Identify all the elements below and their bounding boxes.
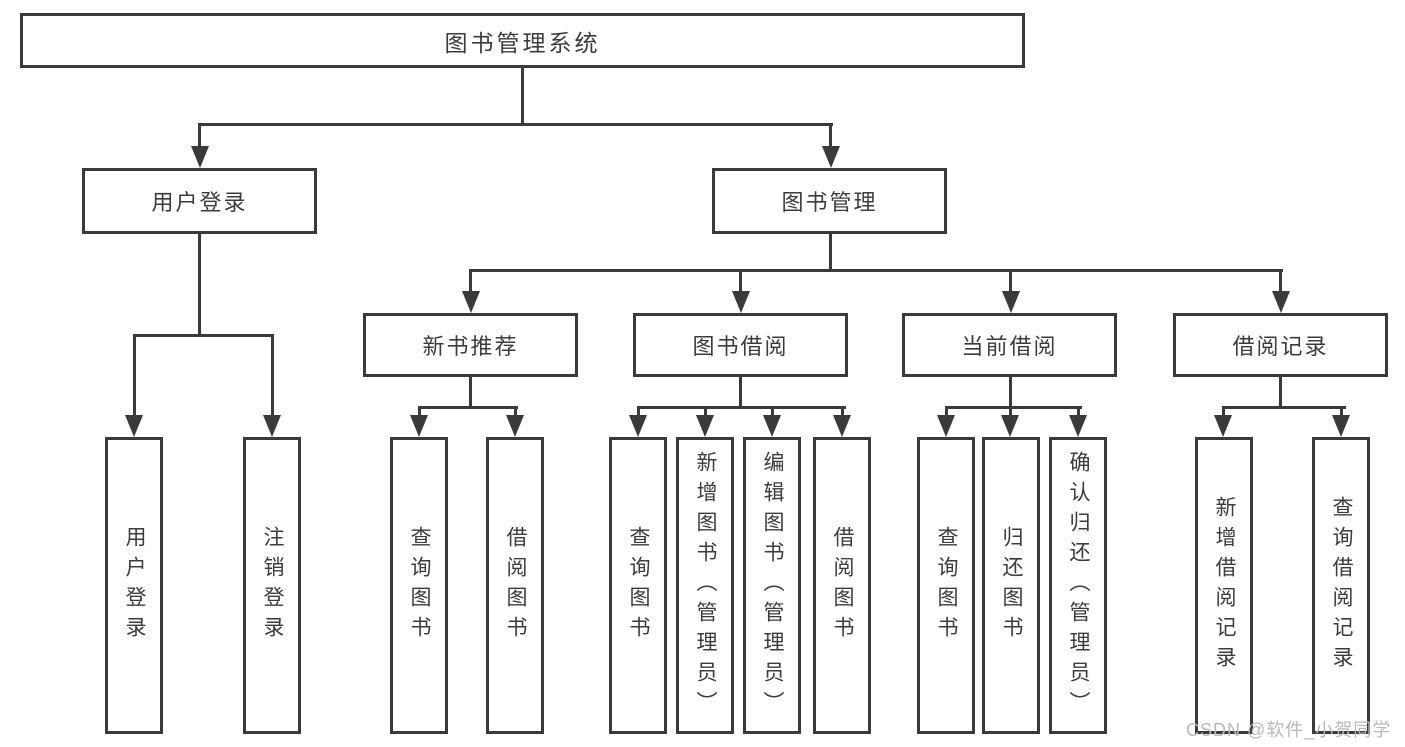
node-leaf-query-books-recommend-label: 查询图书 <box>408 525 431 646</box>
node-book-borrow: 图书借阅 <box>633 313 848 377</box>
connector-drop <box>1009 406 1012 418</box>
connector-book-management-stem <box>829 234 832 272</box>
node-leaf-user-login-label: 用户登录 <box>123 525 146 646</box>
node-leaf-borrow-books-borrow-label: 借阅图书 <box>831 525 854 646</box>
connector-drop <box>637 406 640 418</box>
connector-drop <box>1009 269 1012 295</box>
connector-drop <box>841 406 844 418</box>
connector-drop <box>1222 406 1225 418</box>
connector-drop-user-login <box>198 123 201 149</box>
arrow-down-icon <box>937 415 955 437</box>
connector-root-stem <box>521 68 524 126</box>
node-borrow-records-label: 借阅记录 <box>1232 334 1329 359</box>
node-new-book-recommend-label: 新书推荐 <box>422 334 519 359</box>
connector-drop <box>1340 406 1343 418</box>
node-leaf-logout-label: 注销登录 <box>261 525 284 646</box>
node-leaf-return-book: 归还图书 <box>982 437 1040 734</box>
node-leaf-query-books-borrow: 查询图书 <box>609 437 667 734</box>
node-leaf-borrow-books-borrow: 借阅图书 <box>813 437 871 734</box>
node-leaf-add-book-admin-label: 新增图书（管理员） <box>694 450 717 721</box>
node-current-borrow: 当前借阅 <box>902 313 1117 377</box>
connector-book-management-rail <box>469 269 1283 272</box>
connector-records-rail <box>1222 406 1346 409</box>
connector-recommend-stem <box>469 376 472 409</box>
arrow-down-icon <box>191 146 209 168</box>
connector-current-stem <box>1009 376 1012 409</box>
arrow-down-icon <box>696 415 714 437</box>
arrow-down-icon <box>833 415 851 437</box>
connector-drop-book-management <box>829 123 832 149</box>
arrow-down-icon <box>629 415 647 437</box>
csdn-watermark: CSDN @软件_小贺同学 <box>1186 720 1392 740</box>
connector-borrow-rail <box>637 406 846 409</box>
node-user-login-label: 用户登录 <box>151 190 248 215</box>
connector-current-rail <box>945 406 1082 409</box>
node-root: 图书管理系统 <box>20 13 1025 68</box>
connector-drop <box>1077 406 1080 418</box>
node-leaf-add-book-admin: 新增图书（管理员） <box>676 437 734 734</box>
arrow-down-icon <box>763 415 781 437</box>
node-book-management: 图书管理 <box>712 168 947 234</box>
arrow-down-icon <box>1069 415 1087 437</box>
node-book-management-label: 图书管理 <box>781 190 878 215</box>
connector-root-rail <box>198 123 833 126</box>
node-leaf-query-books-current-label: 查询图书 <box>935 525 958 646</box>
connector-recommend-rail <box>418 406 518 409</box>
arrow-down-icon <box>410 415 428 437</box>
connector-drop <box>271 334 274 418</box>
node-borrow-records: 借阅记录 <box>1173 313 1388 377</box>
node-new-book-recommend: 新书推荐 <box>363 313 578 377</box>
node-leaf-logout: 注销登录 <box>243 437 301 734</box>
node-current-borrow-label: 当前借阅 <box>961 334 1058 359</box>
connector-drop <box>418 406 421 418</box>
node-leaf-confirm-return-admin: 确认归还（管理员） <box>1049 437 1107 734</box>
connector-records-stem <box>1279 376 1282 409</box>
arrow-down-icon <box>1272 291 1290 313</box>
connector-drop <box>514 406 517 418</box>
node-leaf-edit-book-admin: 编辑图书（管理员） <box>743 437 801 734</box>
arrow-down-icon <box>1214 415 1232 437</box>
node-leaf-query-borrow-record-label: 查询借阅记录 <box>1330 495 1353 676</box>
arrow-down-icon <box>1332 415 1350 437</box>
node-leaf-return-book-label: 归还图书 <box>1000 525 1023 646</box>
connector-drop <box>704 406 707 418</box>
node-leaf-edit-book-admin-label: 编辑图书（管理员） <box>761 450 784 721</box>
node-user-login: 用户登录 <box>82 168 317 234</box>
connector-drop <box>739 269 742 295</box>
connector-drop <box>771 406 774 418</box>
connector-drop <box>133 334 136 418</box>
node-leaf-add-borrow-record-label: 新增借阅记录 <box>1213 495 1236 676</box>
arrow-down-icon <box>263 415 281 437</box>
arrow-down-icon <box>462 291 480 313</box>
node-leaf-query-books-current: 查询图书 <box>917 437 975 734</box>
node-root-label: 图书管理系统 <box>444 29 601 56</box>
node-leaf-confirm-return-admin-label: 确认归还（管理员） <box>1067 450 1090 721</box>
node-leaf-borrow-books-recommend: 借阅图书 <box>486 437 544 734</box>
connector-user-login-rail <box>133 334 274 337</box>
connector-user-login-stem <box>198 234 201 337</box>
node-leaf-add-borrow-record: 新增借阅记录 <box>1195 437 1253 734</box>
node-leaf-query-borrow-record: 查询借阅记录 <box>1312 437 1370 734</box>
arrow-down-icon <box>732 291 750 313</box>
node-leaf-query-books-borrow-label: 查询图书 <box>627 525 650 646</box>
connector-drop <box>945 406 948 418</box>
arrow-down-icon <box>822 146 840 168</box>
arrow-down-icon <box>125 415 143 437</box>
connector-drop <box>469 269 472 295</box>
node-leaf-user-login: 用户登录 <box>105 437 163 734</box>
connector-drop <box>1279 269 1282 295</box>
arrow-down-icon <box>1001 415 1019 437</box>
node-leaf-borrow-books-recommend-label: 借阅图书 <box>504 525 527 646</box>
node-book-borrow-label: 图书借阅 <box>692 334 789 359</box>
node-leaf-query-books-recommend: 查询图书 <box>390 437 448 734</box>
connector-borrow-stem <box>739 376 742 409</box>
arrow-down-icon <box>1002 291 1020 313</box>
arrow-down-icon <box>506 415 524 437</box>
